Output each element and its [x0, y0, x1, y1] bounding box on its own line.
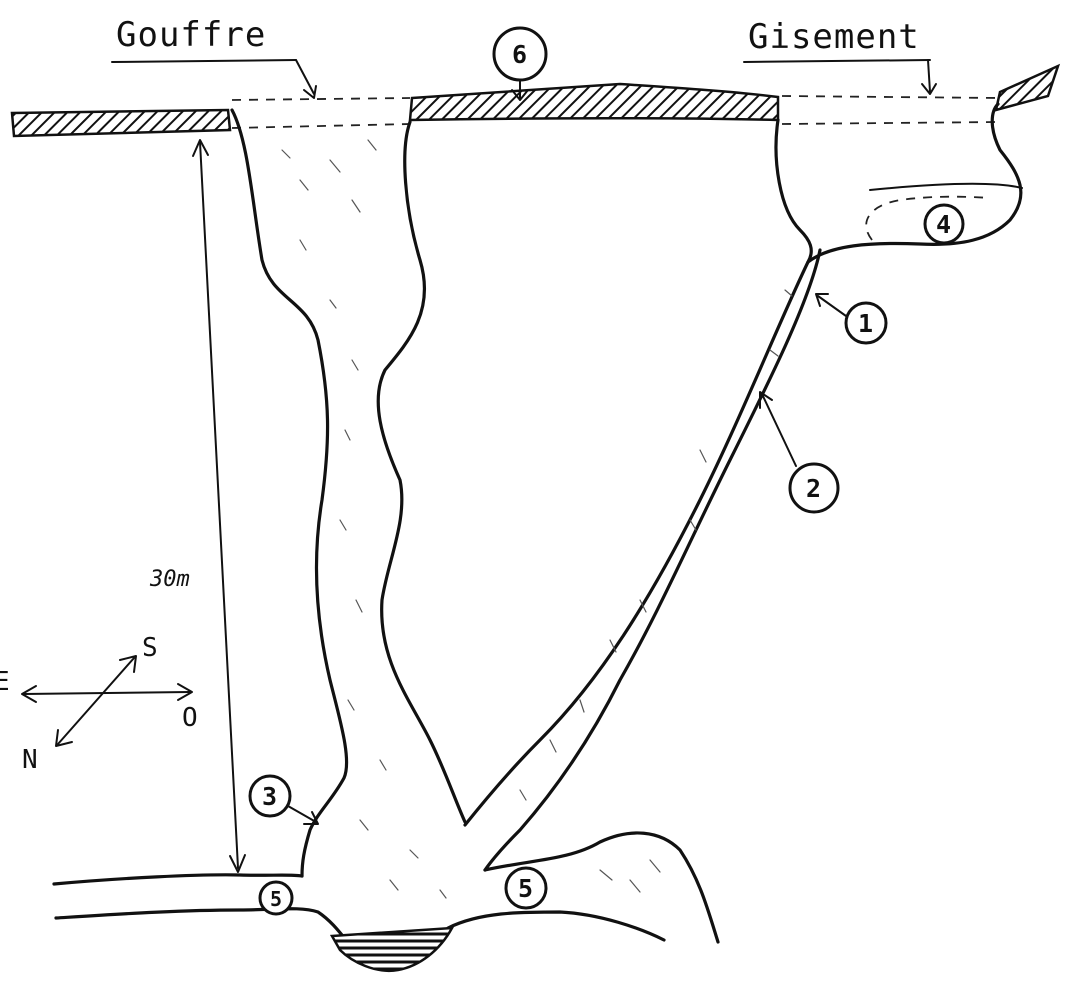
gouffre-pointer-arrow: [295, 59, 317, 99]
marker-3-label: 3: [262, 782, 277, 811]
sump-water-pool: [329, 926, 455, 973]
lower-passage-left-lower: [54, 907, 348, 942]
compass-east-label: E: [0, 667, 10, 697]
former-ground-line-lower: [231, 121, 999, 129]
rock-shading-specks: [281, 139, 793, 899]
marker-1-circle: [844, 301, 888, 345]
upper-gallery-ceiling: [869, 182, 1023, 191]
marker-4-label: 4: [936, 210, 951, 239]
gisement-title-underline: [743, 59, 931, 63]
former-ground-line-upper: [231, 95, 1001, 101]
marker-4-circle: [923, 203, 965, 245]
gouffre-title-underline: [111, 59, 297, 63]
gisement-shaft-inner-wall: [483, 248, 822, 872]
compass-west-label: O: [182, 703, 198, 733]
upper-gallery-outline: [806, 102, 1023, 264]
marker-5-left-circle: [258, 880, 294, 916]
marker-3-arrow: [287, 805, 319, 825]
surface-right-slab: [994, 63, 1061, 112]
marker-6-label: 6: [512, 40, 527, 69]
lower-passage-right-upper: [483, 831, 720, 944]
marker-1-arrow: [815, 293, 847, 317]
compass-north-label: N: [22, 745, 38, 775]
marker-5-left-label: 5: [270, 887, 282, 911]
scale-bar: [192, 139, 246, 873]
gisement-shaft-outer-wall: [463, 118, 813, 827]
marker-2-arrow: [759, 391, 797, 467]
gouffre-title: Gouffre: [116, 15, 266, 55]
surface-left-slab: [10, 108, 232, 138]
lower-passage-right-lower: [446, 910, 666, 942]
gouffre-right-wall: [376, 120, 467, 824]
marker-6-arrow: [511, 79, 529, 101]
marker-1-label: 1: [858, 309, 873, 338]
marker-3-circle: [248, 774, 292, 818]
lower-passage-left-upper: [52, 873, 304, 886]
surface-central-slab: [408, 82, 780, 122]
scale-label: 30m: [149, 567, 190, 592]
gisement-title: Gisement: [748, 17, 920, 57]
marker-5-right-label: 5: [518, 874, 533, 903]
compass-south-label: S: [142, 633, 158, 663]
marker-5-right-circle: [504, 866, 548, 910]
gisement-pointer-arrow: [921, 59, 937, 95]
marker-2-circle: [788, 462, 840, 514]
gouffre-left-wall: [230, 108, 349, 878]
marker-2-label: 2: [806, 474, 821, 503]
compass-rose: [21, 655, 193, 747]
upper-gallery-dashed-chamber: [865, 195, 991, 241]
